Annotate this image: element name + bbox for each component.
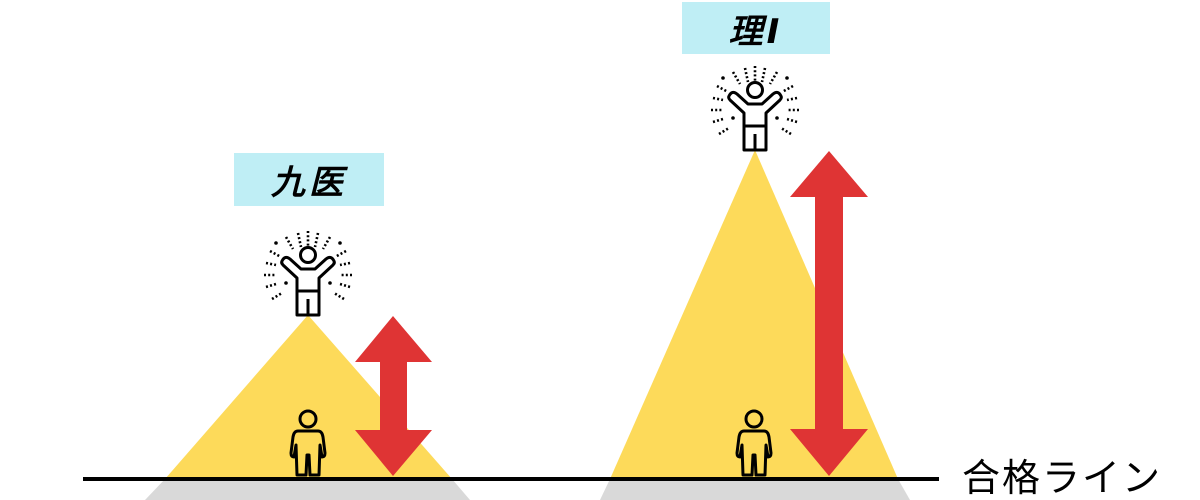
double-arrow-icon [790,151,868,476]
double-arrow-icon [355,316,432,476]
passing-line [83,477,939,481]
celebrating-person-icon [709,64,801,152]
shadow-right [600,479,910,500]
shadow-left [145,479,470,500]
celebrating-person-icon [262,229,354,317]
passing-line-label: 合格ライン [962,456,1163,500]
group-label-kyui: 九医 [234,153,384,206]
group-label-ri1: 理Ⅰ [682,2,830,54]
